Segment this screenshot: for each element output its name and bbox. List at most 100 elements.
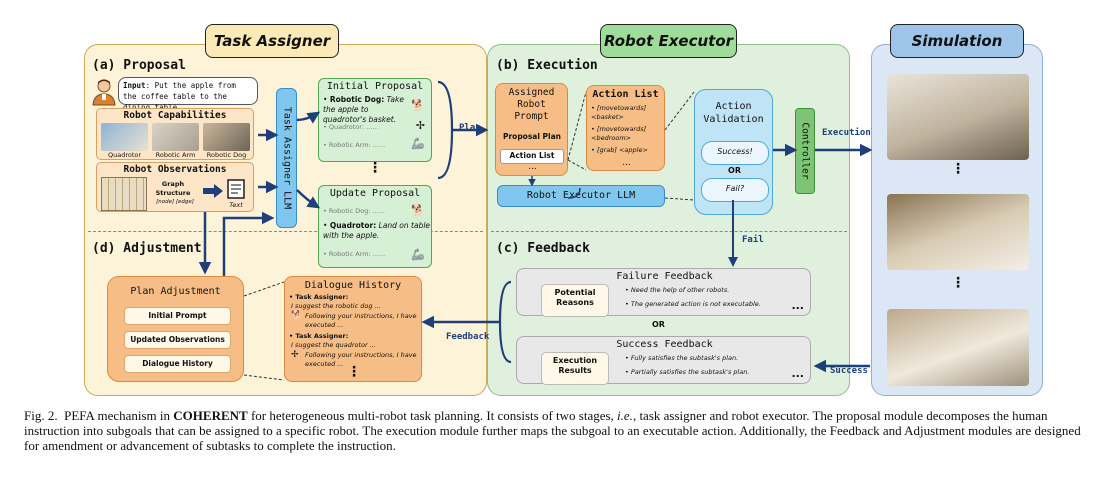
robot-observations-title: Robot Observations [123, 164, 227, 175]
dialogue-reply-2: Following your instructions, I have exec… [305, 351, 417, 368]
input-bubble: Input: Put the apple from the coffee tab… [118, 77, 258, 112]
quadrotor-icon: ✢ [415, 119, 425, 132]
feedback-label: Feedback [446, 332, 490, 342]
success-ellipsis: ... [791, 367, 804, 380]
robot-executor-llm-label: Robot Executor LLM [526, 190, 636, 201]
adjustment-item-initial-prompt: Initial Prompt [124, 307, 231, 325]
section-adjustment: (d) Adjustment [92, 241, 202, 256]
robot-dog-icon: 🐕 [411, 99, 425, 112]
robot-dog-icon-2: 🐕 [411, 204, 425, 217]
caption-fig: Fig. 2. [24, 408, 58, 423]
assigned-robot-prompt-box: Assigned Robot Prompt Proposal Plan Acti… [495, 83, 568, 176]
simulation-scene-1 [887, 74, 1029, 160]
quadrotor-small-icon: ✢ [291, 350, 299, 360]
simulation-scene-3 [887, 309, 1029, 386]
text-label: Text [229, 201, 243, 209]
text-document-icon [227, 179, 245, 199]
initial-proposal-line1: • Robotic Dog: Take the apple to quadrot… [323, 95, 404, 124]
initial-proposal-title: Initial Proposal [326, 81, 424, 92]
adjustment-item-dialogue-history: Dialogue History [124, 355, 231, 373]
robotic-arm-icon: 🦾 [411, 137, 425, 150]
robot-capabilities-box: Robot Capabilities Quadrotor Robotic Arm… [96, 108, 254, 160]
success-bullet-1: • Fully satisfies the subtask's plan. [625, 354, 739, 362]
caption-bold: COHERENT [173, 408, 248, 423]
robot-executor-header: Robot Executor [600, 24, 737, 58]
update-proposal-box: Update Proposal • Robotic Dog: ...... • … [318, 185, 432, 268]
action-list-item-1: • [movetowards] <basket> [591, 104, 647, 121]
section-feedback: (c) Feedback [496, 241, 590, 256]
dialogue-msg-1: I suggest the robotic dog ... [291, 302, 381, 310]
capability-arm-label: Robotic Arm [155, 151, 196, 159]
validation-fail: Fail? [701, 178, 769, 202]
human-avatar-icon [91, 78, 117, 106]
assigned-prompt-title: Assigned Robot Prompt [508, 87, 555, 122]
action-validation-title: Action Validation [703, 101, 764, 125]
capability-dog-label: Robotic Dog [206, 151, 247, 159]
dialogue-history-box: Dialogue History • Task Assigner: I sugg… [284, 276, 422, 382]
failure-feedback-box: Failure Feedback Potential Reasons • Nee… [516, 268, 811, 317]
capability-quadrotor-label: Quadrotor [107, 151, 142, 159]
assigned-prompt-item-action-list: Action List [500, 149, 564, 164]
initial-proposal-box: Initial Proposal • Robotic Dog: Take the… [318, 78, 432, 162]
failure-bullet-2: • The generated action is not executable… [625, 300, 761, 308]
execution-results-chip: Execution Results [541, 352, 609, 385]
task-assigner-header: Task Assigner [205, 24, 339, 58]
separator-executor [491, 231, 847, 232]
figure-caption: Fig. 2. PEFA mechanism in COHERENT for h… [24, 408, 1096, 453]
simulation-header: Simulation [890, 24, 1024, 58]
update-proposal-line3: • Robotic Arm: ...... [323, 250, 386, 258]
success-bullet-2: • Partially satisfies the subtask's plan… [625, 368, 750, 376]
failure-bullet-1: • Need the help of other robots. [625, 286, 730, 294]
floorplan-image [101, 177, 147, 211]
capability-arm-image [152, 123, 199, 151]
robot-observations-box: Robot Observations Graph Structure [node… [96, 162, 254, 212]
success-feedback-box: Success Feedback Execution Results • Ful… [516, 336, 811, 385]
graph-structure-sub: [node] [edge] [156, 199, 194, 205]
update-proposal-title: Update Proposal [329, 188, 421, 199]
graph-structure-label: Graph Structure [155, 180, 191, 197]
separator-assigner [88, 231, 483, 232]
assigned-prompt-ellipsis: ... [528, 162, 537, 172]
initial-proposal-line3: • Robotic Arm: ...... [323, 141, 386, 149]
input-label: Input [123, 81, 146, 90]
dialogue-history-title: Dialogue History [304, 280, 402, 291]
validation-or: OR [728, 166, 741, 175]
validation-success: Success! [701, 141, 769, 165]
section-proposal: (a) Proposal [92, 58, 186, 73]
failure-ellipsis: ... [791, 299, 804, 312]
potential-reasons-chip: Potential Reasons [541, 284, 609, 317]
assigned-prompt-item-proposal-plan: Proposal Plan [502, 132, 562, 141]
adjustment-item-updated-observations: Updated Observations [124, 331, 231, 349]
robot-executor-llm: Robot Executor LLM [497, 185, 665, 207]
task-assigner-llm: Task Assigner LLM [276, 88, 297, 228]
update-proposal-line1: • Robotic Dog: ...... [323, 207, 385, 215]
plan-adjustment-box: Plan Adjustment Initial Prompt Updated O… [107, 276, 244, 382]
success-label: Success [830, 366, 868, 376]
capability-quadrotor-image [101, 123, 148, 151]
feedback-or-label: OR [652, 320, 665, 329]
input-text: : Put the apple from the coffee table to… [123, 81, 236, 112]
dialogue-speaker-1: • Task Assigner: [289, 293, 349, 301]
action-list-item-3: • [grab] <apple> [591, 146, 648, 154]
action-validation-box: Action Validation Success! OR Fail? [694, 89, 773, 215]
plan-label: Plan [459, 123, 481, 133]
dialogue-msg-2: I suggest the quadrotor ... [291, 341, 376, 349]
caption-pre: PEFA mechanism in [64, 408, 174, 423]
dialogue-speaker-2: • Task Assigner: [289, 332, 349, 340]
action-list-title: Action List [592, 89, 659, 100]
action-list-item-2: • [movetowards] <bedroom> [591, 125, 647, 142]
robot-capabilities-title: Robot Capabilities [123, 110, 227, 121]
connector-arrows [198, 80, 873, 381]
dialogue-reply-1: Following your instructions, I have exec… [305, 312, 417, 329]
caption-ie: i.e. [617, 408, 633, 423]
capability-dog-image [203, 123, 250, 151]
execution-label: Execution [822, 128, 871, 138]
simulation-scene-2 [887, 194, 1029, 270]
plan-adjustment-title: Plan Adjustment [130, 286, 221, 297]
robotic-arm-icon-2: 🦾 [411, 248, 425, 261]
arrow-right-icon [203, 183, 223, 198]
failure-feedback-title: Failure Feedback [616, 271, 713, 282]
dog-small-icon: 🐕 [291, 311, 303, 321]
success-feedback-title: Success Feedback [616, 339, 713, 350]
